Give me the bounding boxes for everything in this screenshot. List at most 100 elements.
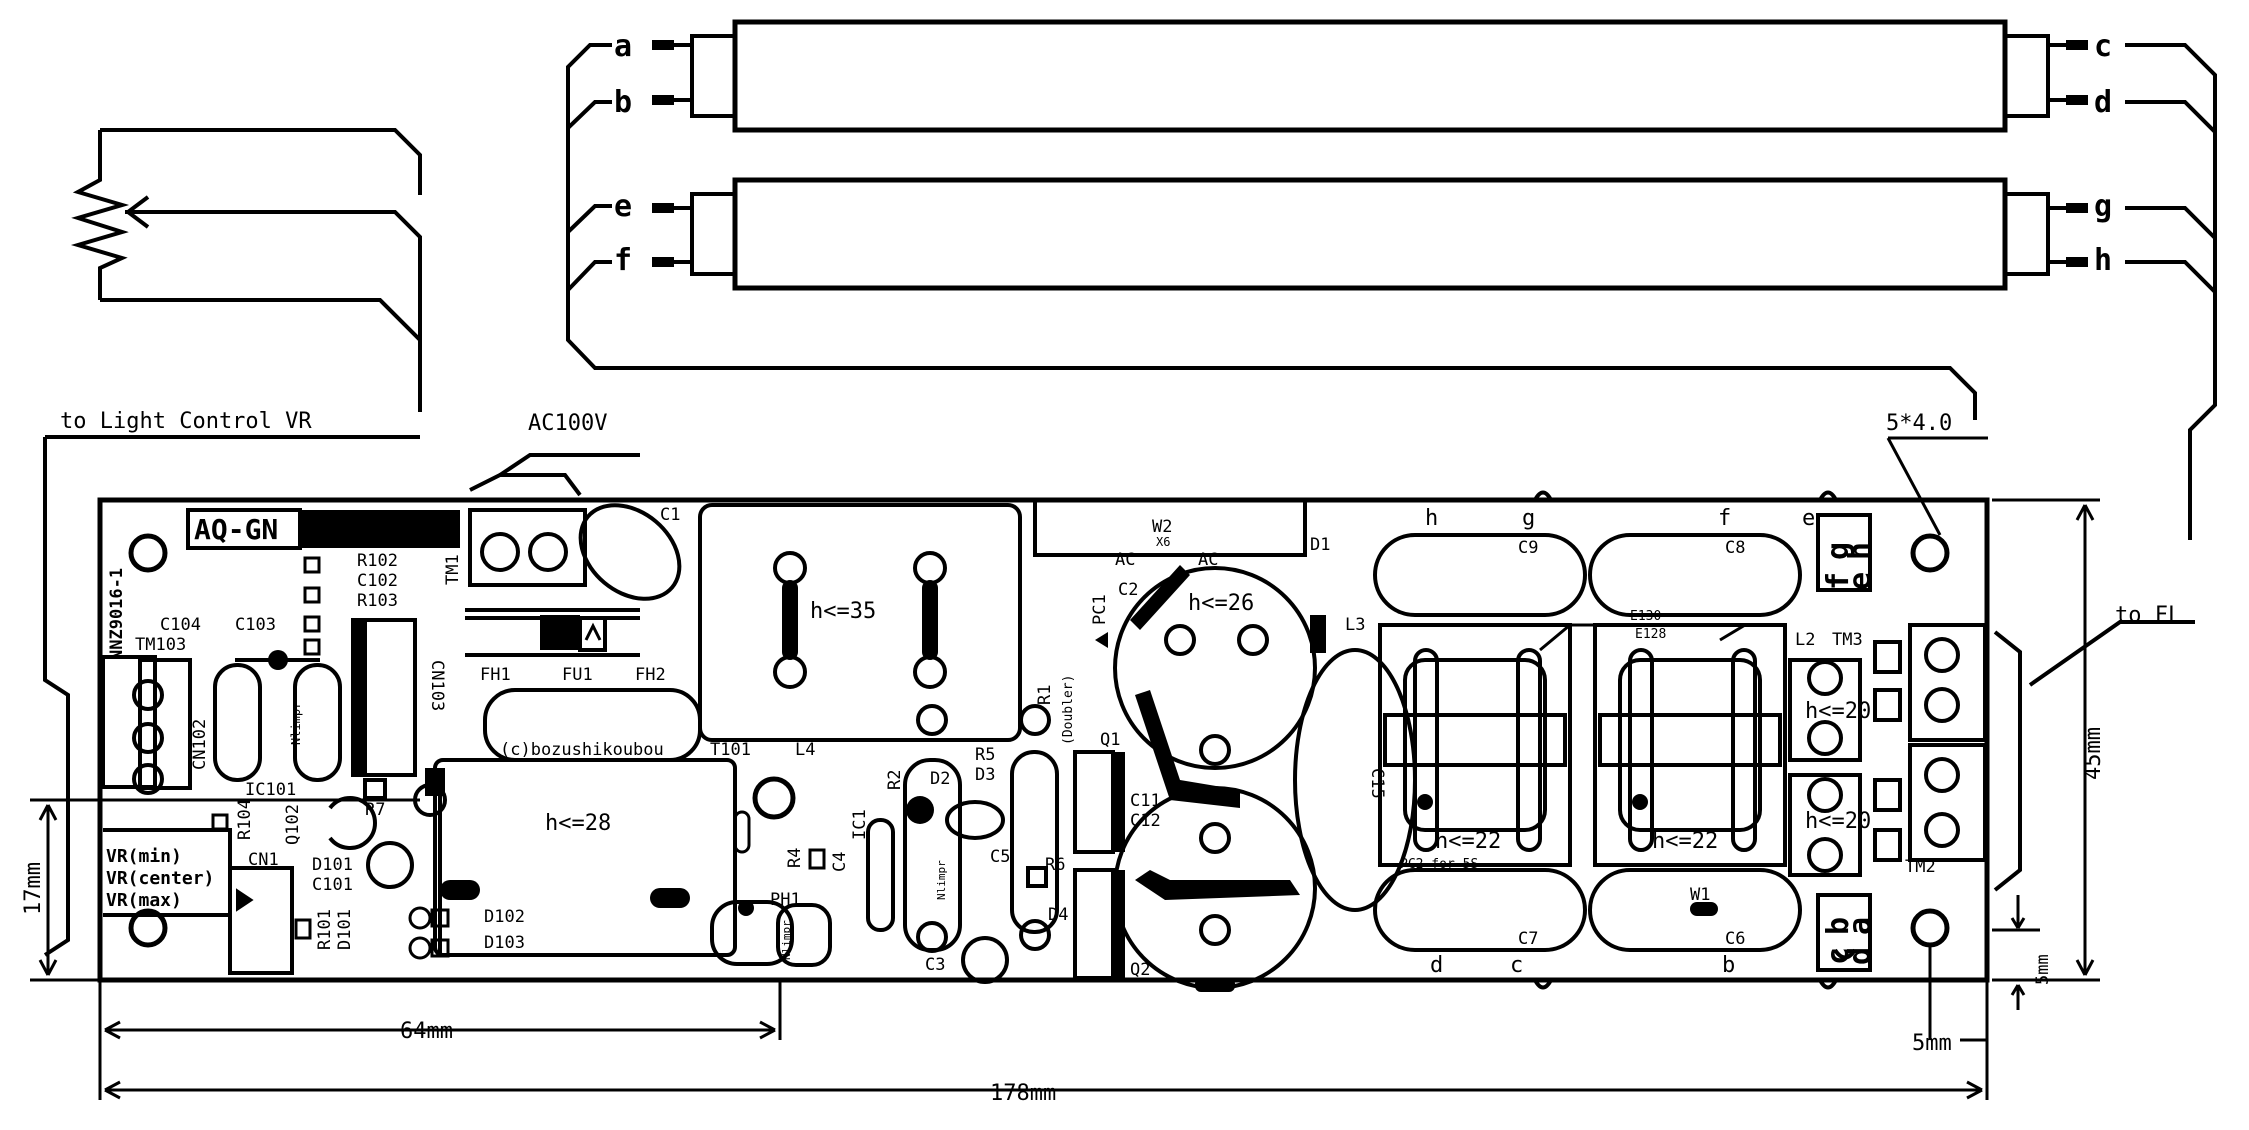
c1-label: C1	[660, 505, 680, 525]
ph1-pad	[738, 900, 754, 916]
pin-c-label: c	[2094, 29, 2112, 64]
d101b-label: D101	[335, 909, 355, 950]
terminal-letter-boxes	[1816, 513, 1872, 972]
e128-label: E128	[1635, 627, 1666, 642]
tm2-height: h<=20	[1805, 809, 1871, 834]
light-control-vr-symbol	[43, 128, 422, 957]
q2-label: Q2	[1130, 960, 1150, 980]
dim-45mm: 45mm	[2081, 727, 2106, 780]
c9-c8-capacitors	[1373, 533, 1802, 617]
pin-d-label: d	[2094, 85, 2112, 120]
pin-h-label: h	[2094, 243, 2112, 278]
w2-label: W2	[1152, 517, 1172, 537]
board-name: AQ-GN	[194, 513, 278, 546]
cn103-header	[351, 618, 417, 777]
edge-e-top: e	[1802, 506, 1815, 531]
light-control-label: to Light Control VR	[60, 409, 312, 434]
cn103-label: CN103	[427, 660, 447, 711]
r103-label: R103	[357, 591, 398, 611]
edge-g-top: g	[1522, 506, 1535, 531]
c5-label: C5	[990, 847, 1010, 867]
tm3-letter-g: g	[1821, 542, 1856, 560]
r4-label: R4	[785, 848, 805, 868]
left-coil	[1378, 623, 1572, 867]
fl-wiring-harness	[566, 43, 2217, 892]
hole-spec-leader	[1886, 436, 1988, 536]
pc1-label: PC1	[1090, 594, 1110, 625]
nlimpr-label-right: Nlimpr	[935, 860, 948, 900]
r4-pad	[808, 848, 826, 870]
d101-label: D101	[312, 855, 353, 875]
fuse-holder	[465, 615, 640, 657]
ic101-pin1	[268, 650, 288, 670]
ic1-driver-block	[903, 704, 1009, 984]
l2-label: L2	[1795, 630, 1815, 650]
right-coil-height: h<=22	[1652, 829, 1718, 854]
c7-label: C7	[1518, 929, 1538, 949]
r2-pad	[906, 796, 934, 824]
w2-sub-label: X6	[1156, 535, 1170, 549]
left-coil-height: h<=22	[1435, 829, 1501, 854]
power-traces	[1130, 565, 1326, 992]
pc1-marker	[1095, 632, 1108, 648]
d102-d103-pads	[408, 906, 450, 960]
ic101-package	[213, 658, 342, 782]
left-coil-dot	[1417, 794, 1433, 810]
dim-64mm: 64mm	[400, 1019, 453, 1044]
edge-d-bottom: d	[1430, 953, 1443, 978]
tm2-letter-b: b	[1821, 917, 1856, 935]
dim-17mm: 17mm	[21, 862, 46, 915]
doubler-label: (Doubler)	[1061, 675, 1076, 745]
edge-f-top: f	[1718, 506, 1731, 531]
pin-f-label: f	[614, 243, 632, 278]
r101-pad	[294, 918, 312, 940]
nlimpr-label-mid: Nlimpr	[780, 920, 793, 960]
tm3-terminal	[1788, 623, 1987, 762]
r102-label: R102	[357, 551, 398, 571]
ic101-label: IC101	[245, 780, 296, 800]
c2-electrolytic	[1113, 566, 1317, 770]
ac-right-label: AC	[1198, 550, 1218, 570]
c104-label: C104	[160, 615, 201, 635]
tm3-letter-h: h	[1843, 542, 1878, 560]
pin-e-label: e	[614, 189, 632, 224]
cn1-connector	[228, 866, 294, 975]
tm3-label: TM3	[1832, 630, 1863, 650]
l3-c15-coil	[1293, 648, 1417, 912]
c9-label: C9	[1518, 538, 1538, 558]
q102-label: Q102	[283, 804, 303, 845]
ic1-label: IC1	[850, 809, 870, 840]
board-name-block	[186, 508, 460, 550]
transformer-height: h<=35	[810, 599, 876, 624]
pin-b-label: b	[614, 85, 632, 120]
d103-label: D103	[484, 933, 525, 953]
c3-label: C3	[925, 955, 945, 975]
board-id: NNZ9016-1	[107, 568, 127, 660]
r2-label: R2	[885, 770, 905, 790]
c11-label: C11	[1130, 791, 1161, 811]
c2-height: h<=26	[1188, 591, 1254, 616]
fh1-label: FH1	[480, 665, 511, 685]
tm3-height: h<=20	[1805, 699, 1871, 724]
c6-label: C6	[1725, 929, 1745, 949]
vr-max-label: VR(max)	[106, 890, 182, 911]
c1-body	[578, 503, 682, 601]
c15-label: C15	[1367, 768, 1387, 799]
tm103-label: TM103	[135, 635, 186, 655]
w1-label: W1	[1690, 885, 1710, 905]
edge-b-bottom: b	[1722, 953, 1735, 978]
tm1-label: TM1	[443, 554, 463, 585]
edge-h-top: h	[1425, 506, 1438, 531]
r104-pad	[211, 813, 229, 831]
hole-spec-label: 5*4.0	[1886, 411, 1952, 436]
right-coil-dot	[1632, 794, 1648, 810]
l3-label: L3	[1345, 615, 1365, 635]
dim-5mm-edge: 5mm	[2033, 954, 2053, 985]
c8-label: C8	[1725, 538, 1745, 558]
d1-label: D1	[1310, 535, 1330, 555]
ac100v-label: AC100V	[528, 411, 607, 436]
dim-5mm-hole: 5mm	[1912, 1031, 1952, 1056]
tm1-terminal	[465, 508, 640, 612]
cn102-label: CN102	[190, 719, 210, 770]
